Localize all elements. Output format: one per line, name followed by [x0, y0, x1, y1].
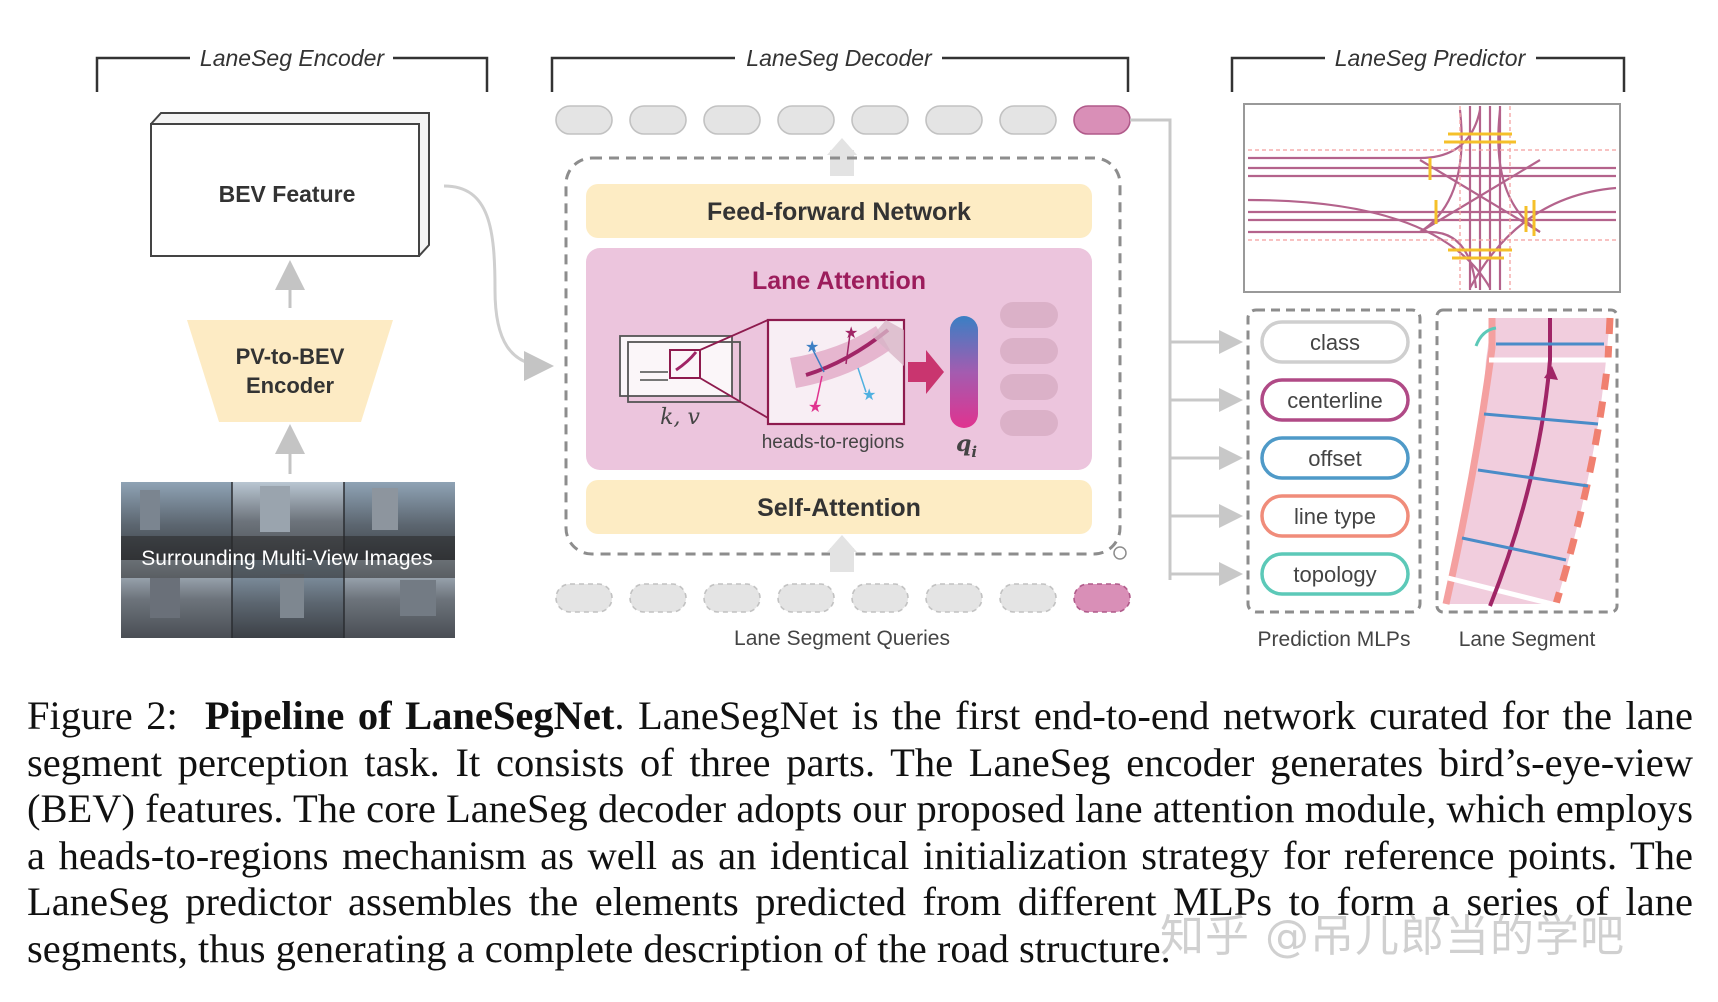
self-attention-block [586, 480, 1092, 534]
bev-to-decoder-arrow [443, 184, 554, 381]
query-token [555, 105, 613, 135]
mlp-label: centerline [1287, 388, 1382, 413]
caption-body: . LaneSegNet is the first end-to-end net… [27, 693, 1693, 971]
bev-feature-block [150, 112, 430, 257]
prediction-mlp-list: class centerline offset line type topology [1260, 320, 1410, 596]
query-token [703, 583, 761, 613]
query-token [999, 583, 1057, 613]
decoder-section-title: LaneSeg Decoder [746, 45, 933, 71]
encoder-section-title: LaneSeg Encoder [200, 45, 385, 71]
query-token [925, 583, 983, 613]
query-token [703, 105, 761, 135]
prediction-mlps-label: Prediction MLPs [1258, 628, 1411, 651]
pv-to-bev-line1: PV-to-BEV [236, 344, 345, 369]
query-token [777, 583, 835, 613]
watermark: 知乎 @吊儿郎当的学吧 [1160, 911, 1625, 962]
mlp-label: line type [1294, 504, 1376, 529]
mlp-arrows [1170, 330, 1243, 586]
query-token [777, 105, 835, 135]
query-token [629, 583, 687, 613]
predictor-section-title: LaneSeg Predictor [1335, 45, 1527, 71]
query-token-selected [1073, 105, 1131, 135]
mlp-offset [1260, 436, 1410, 480]
decoder-to-predictor-connector [1130, 118, 1172, 580]
query-token-selected [1073, 583, 1131, 613]
query-token [629, 105, 687, 135]
lane-segment-illustration [1442, 317, 1614, 609]
attention-output-arrow [908, 350, 944, 394]
mlp-label: offset [1308, 446, 1361, 471]
svg-text:★: ★ [844, 323, 858, 342]
encoder-bracket [95, 56, 489, 92]
caption-prefix: Figure 2: [27, 693, 178, 738]
svg-text:★: ★ [808, 397, 822, 416]
self-attention-label: Self-Attention [757, 494, 921, 522]
mlp-line-type [1260, 494, 1410, 538]
prediction-mlps-frame [1246, 308, 1422, 614]
decoder-bracket [550, 56, 1130, 92]
multi-view-images [121, 482, 455, 638]
kv-feature-map [619, 319, 769, 419]
figure-caption: Figure 2: Pipeline of LaneSegNet. LaneSe… [27, 693, 1693, 972]
heads-to-regions-box: ★ ★ ★ ★ [766, 318, 906, 426]
lane-segment-label: Lane Segment [1459, 628, 1596, 651]
svg-text:★: ★ [862, 385, 876, 404]
pv-to-bev-encoder [187, 320, 393, 422]
predictor-bracket [1230, 56, 1626, 92]
mlp-label: class [1310, 330, 1360, 355]
ffn-block [586, 184, 1092, 238]
mlp-class [1260, 320, 1410, 364]
lane-segment-query-row [555, 583, 1131, 613]
query-token [999, 105, 1057, 135]
lane-segment-frame [1435, 308, 1619, 614]
heads-to-regions-label: heads-to-regions [762, 432, 905, 453]
output-query-row [555, 105, 1131, 135]
kv-label: k, v [660, 405, 700, 430]
query-token [851, 583, 909, 613]
mlp-label: topology [1293, 562, 1376, 587]
query-stack [1000, 302, 1058, 436]
ffn-label: Feed-forward Network [707, 198, 971, 226]
predicted-road-map [1243, 103, 1621, 293]
qi-label: qi [956, 431, 977, 461]
query-token [925, 105, 983, 135]
qi-vector [950, 316, 978, 428]
svg-text:★: ★ [805, 337, 819, 356]
pv-to-bev-line2: Encoder [246, 373, 334, 398]
caption-title: Pipeline of LaneSegNet [204, 693, 615, 738]
mlp-centerline [1260, 378, 1410, 422]
mlp-topology [1260, 552, 1410, 596]
pipeline-figure: LaneSeg Encoder LaneSeg Decoder LaneSeg … [95, 45, 1626, 651]
multi-view-images-label: Surrounding Multi-View Images [141, 547, 432, 570]
bev-feature-label: BEV Feature [219, 181, 356, 207]
lane-attention-label: Lane Attention [752, 267, 926, 295]
query-token [851, 105, 909, 135]
queries-label: Lane Segment Queries [734, 627, 950, 650]
query-token [555, 583, 613, 613]
